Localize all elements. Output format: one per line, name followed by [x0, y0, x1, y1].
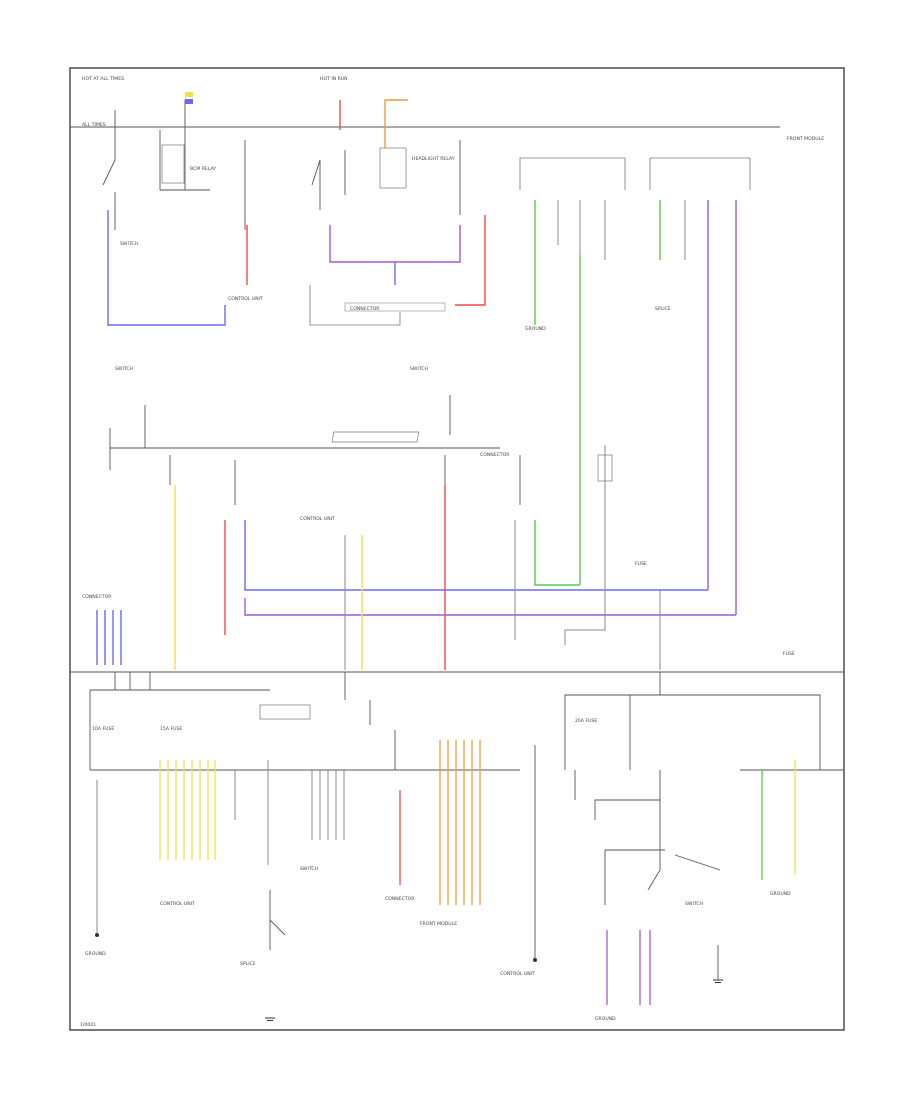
label-splice-bottom: SPLICE — [240, 961, 256, 967]
label-connector-mid: CONNECTOR — [480, 452, 510, 458]
left-connector-stubs: CONNECTOR — [82, 594, 122, 665]
label-connector-bottom: CONNECTOR — [385, 896, 415, 902]
ground-icon — [265, 1017, 275, 1021]
middle-wires: CONTROL UNIT FUSE — [174, 445, 736, 670]
label-hot-at-all-times: HOT AT ALL TIMES — [82, 76, 124, 82]
diagram-frame — [69, 67, 845, 1031]
fuse-stubs — [114, 672, 661, 870]
ground-symbols — [95, 933, 723, 1021]
blue-wire-middle — [244, 520, 708, 591]
label-switch-middle-left: SWITCH — [115, 366, 133, 372]
stub-blue-top — [185, 99, 193, 104]
ground-icon — [95, 933, 99, 937]
top-left-block: HOT AT ALL TIMES ALL TIMES BCM RELAY CON… — [82, 76, 263, 326]
label-ground-bottom-left: GROUND — [85, 951, 106, 957]
purple-wire-middle — [244, 598, 736, 616]
label-bcm-relay: BCM RELAY — [190, 166, 216, 172]
label-fuse-mid: FUSE — [635, 561, 647, 567]
label-headlight-relay: HEADLIGHT RELAY — [412, 156, 455, 162]
ground-icon — [713, 979, 723, 983]
blue-wire-top-left — [107, 210, 226, 326]
top-right-block: FRONT MODULE GROUND SPLICE — [519, 136, 824, 615]
label-control-unit-bottom-2: CONTROL UNIT — [500, 971, 535, 977]
label-fuse-20a: 20A FUSE — [575, 718, 597, 724]
label-switch-bottom-right: SWITCH — [685, 901, 703, 907]
label-control-unit-1: CONTROL UNIT — [228, 296, 263, 302]
label-ground-bottom: GROUND — [595, 1016, 616, 1022]
label-all-times: ALL TIMES — [82, 122, 106, 128]
label-fuse-10a: 10A FUSE — [92, 726, 114, 732]
label-ground-top: GROUND — [525, 326, 546, 332]
label-control-unit-bottom: CONTROL UNIT — [160, 901, 195, 907]
label-fuse-block: FUSE — [783, 651, 795, 657]
label-splice-top: SPLICE — [655, 306, 671, 312]
red-wire-top-middle — [455, 215, 486, 306]
label-front-module-bottom: FRONT MODULE — [420, 921, 457, 927]
label-fuse-15a: 15A FUSE — [160, 726, 182, 732]
middle-switch-bar: SWITCH SWITCH CONNECTOR — [109, 366, 521, 505]
label-switch-1: SWITCH — [120, 241, 138, 247]
label-control-unit-mid: CONTROL UNIT — [300, 516, 335, 522]
purple-wire-top-middle — [329, 225, 461, 263]
ground-icon — [533, 958, 537, 962]
bottom-wires — [96, 740, 796, 1005]
label-ground-bottom-right: GROUND — [770, 891, 791, 897]
bottom-labels: GROUND CONTROL UNIT SWITCH SPLICE CONNEC… — [80, 866, 791, 1028]
orange-wire-top — [384, 99, 408, 148]
label-connector-1: CONNECTOR — [350, 306, 380, 312]
label-bottom-ref: 1/0001 — [80, 1022, 96, 1028]
label-switch-bottom: SWITCH — [300, 866, 318, 872]
stub-yellow-top — [185, 92, 193, 97]
label-hot-in-run: HOT IN RUN — [320, 76, 348, 82]
top-middle-block: HOT IN RUN HEADLIGHT RELAY CONNECTOR — [309, 76, 486, 326]
label-connector-left: CONNECTOR — [82, 594, 112, 600]
label-front-module: FRONT MODULE — [787, 136, 824, 142]
label-switch-middle-right: SWITCH — [410, 366, 428, 372]
